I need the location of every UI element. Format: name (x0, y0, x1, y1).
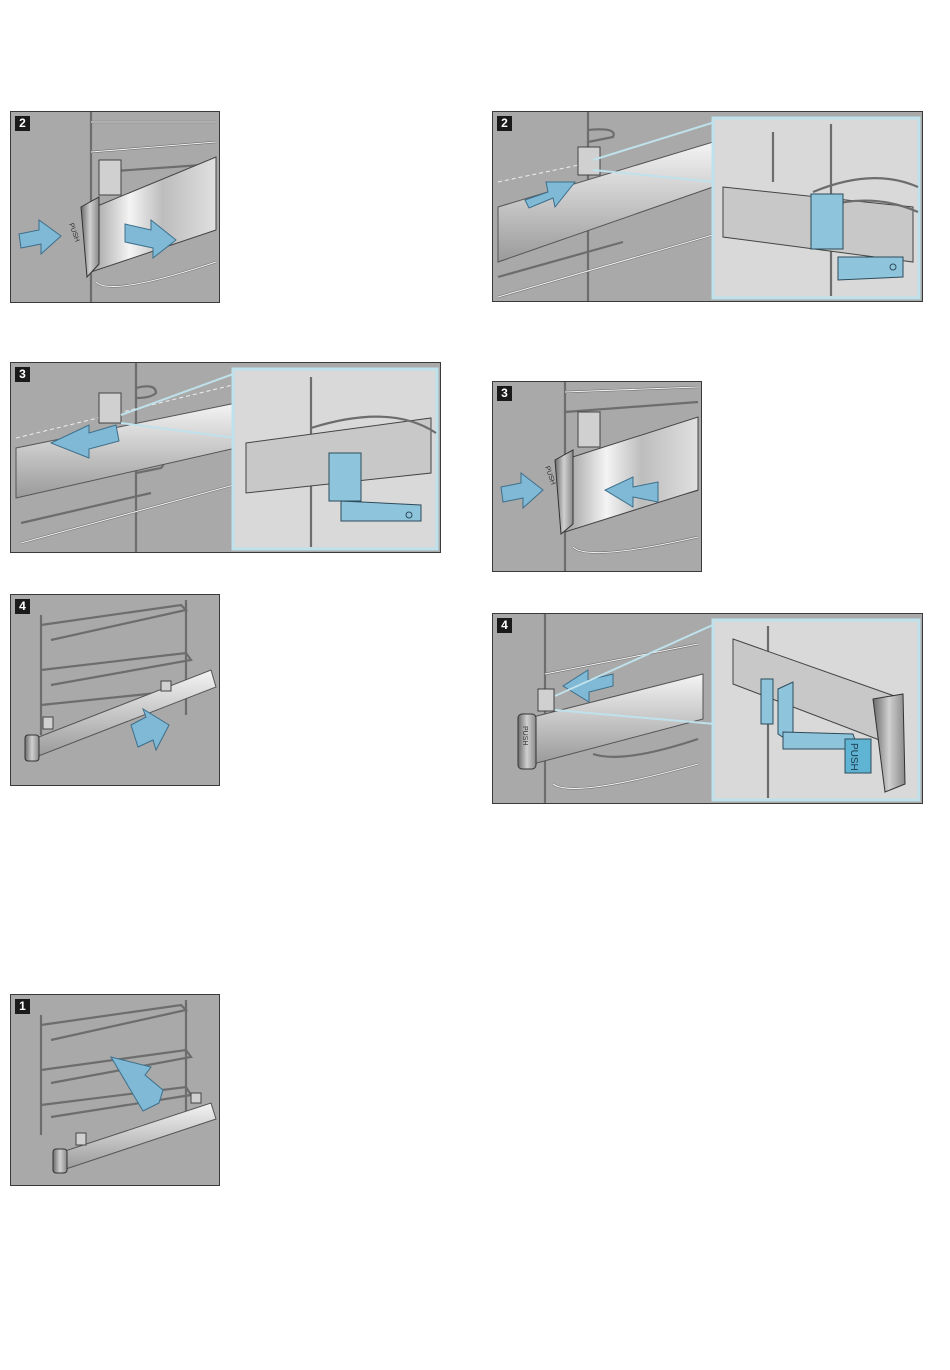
rail-attach-illustration (493, 112, 923, 302)
push-label: PUSH (521, 726, 528, 745)
illustration-panel-left-step-2: 2 PUSH (10, 111, 220, 303)
step-number-badge: 1 (15, 999, 30, 1014)
rail-lock-illustration: PUSH PUSH (493, 614, 923, 804)
left-arrow-icon (563, 670, 613, 702)
illustration-panel-right-step-4: 4 PUSH PUSH (492, 613, 923, 804)
rail-insert-illustration (11, 995, 220, 1186)
rail-pull-out-illustration (11, 595, 220, 786)
step-number-badge: 2 (497, 116, 512, 131)
push-label-detail: PUSH (848, 743, 859, 771)
step-number-badge: 3 (15, 367, 30, 382)
clip-part-blue (761, 679, 773, 724)
step-number-badge: 3 (497, 386, 512, 401)
illustration-panel-right-step-3: 3 PUSH (492, 381, 702, 572)
push-label: PUSH (543, 465, 556, 486)
rail-push-illustration: PUSH (493, 382, 702, 572)
illustration-panel-left-step-4: 4 (10, 594, 220, 786)
step-number-badge: 4 (497, 618, 512, 633)
rail-detach-illustration (11, 363, 441, 553)
illustration-panel-left-step-1: 1 (10, 994, 220, 1186)
rail-removal-illustration: PUSH (11, 112, 220, 303)
illustration-panel-left-step-3: 3 (10, 362, 441, 553)
push-arrow-icon (501, 473, 543, 508)
illustration-panel-right-step-2: 2 (492, 111, 923, 302)
push-arrow-icon (19, 220, 61, 254)
step-number-badge: 2 (15, 116, 30, 131)
clip-part-blue (811, 194, 843, 249)
push-label: PUSH (67, 222, 80, 243)
step-number-badge: 4 (15, 599, 30, 614)
clip-part-blue (329, 453, 361, 501)
